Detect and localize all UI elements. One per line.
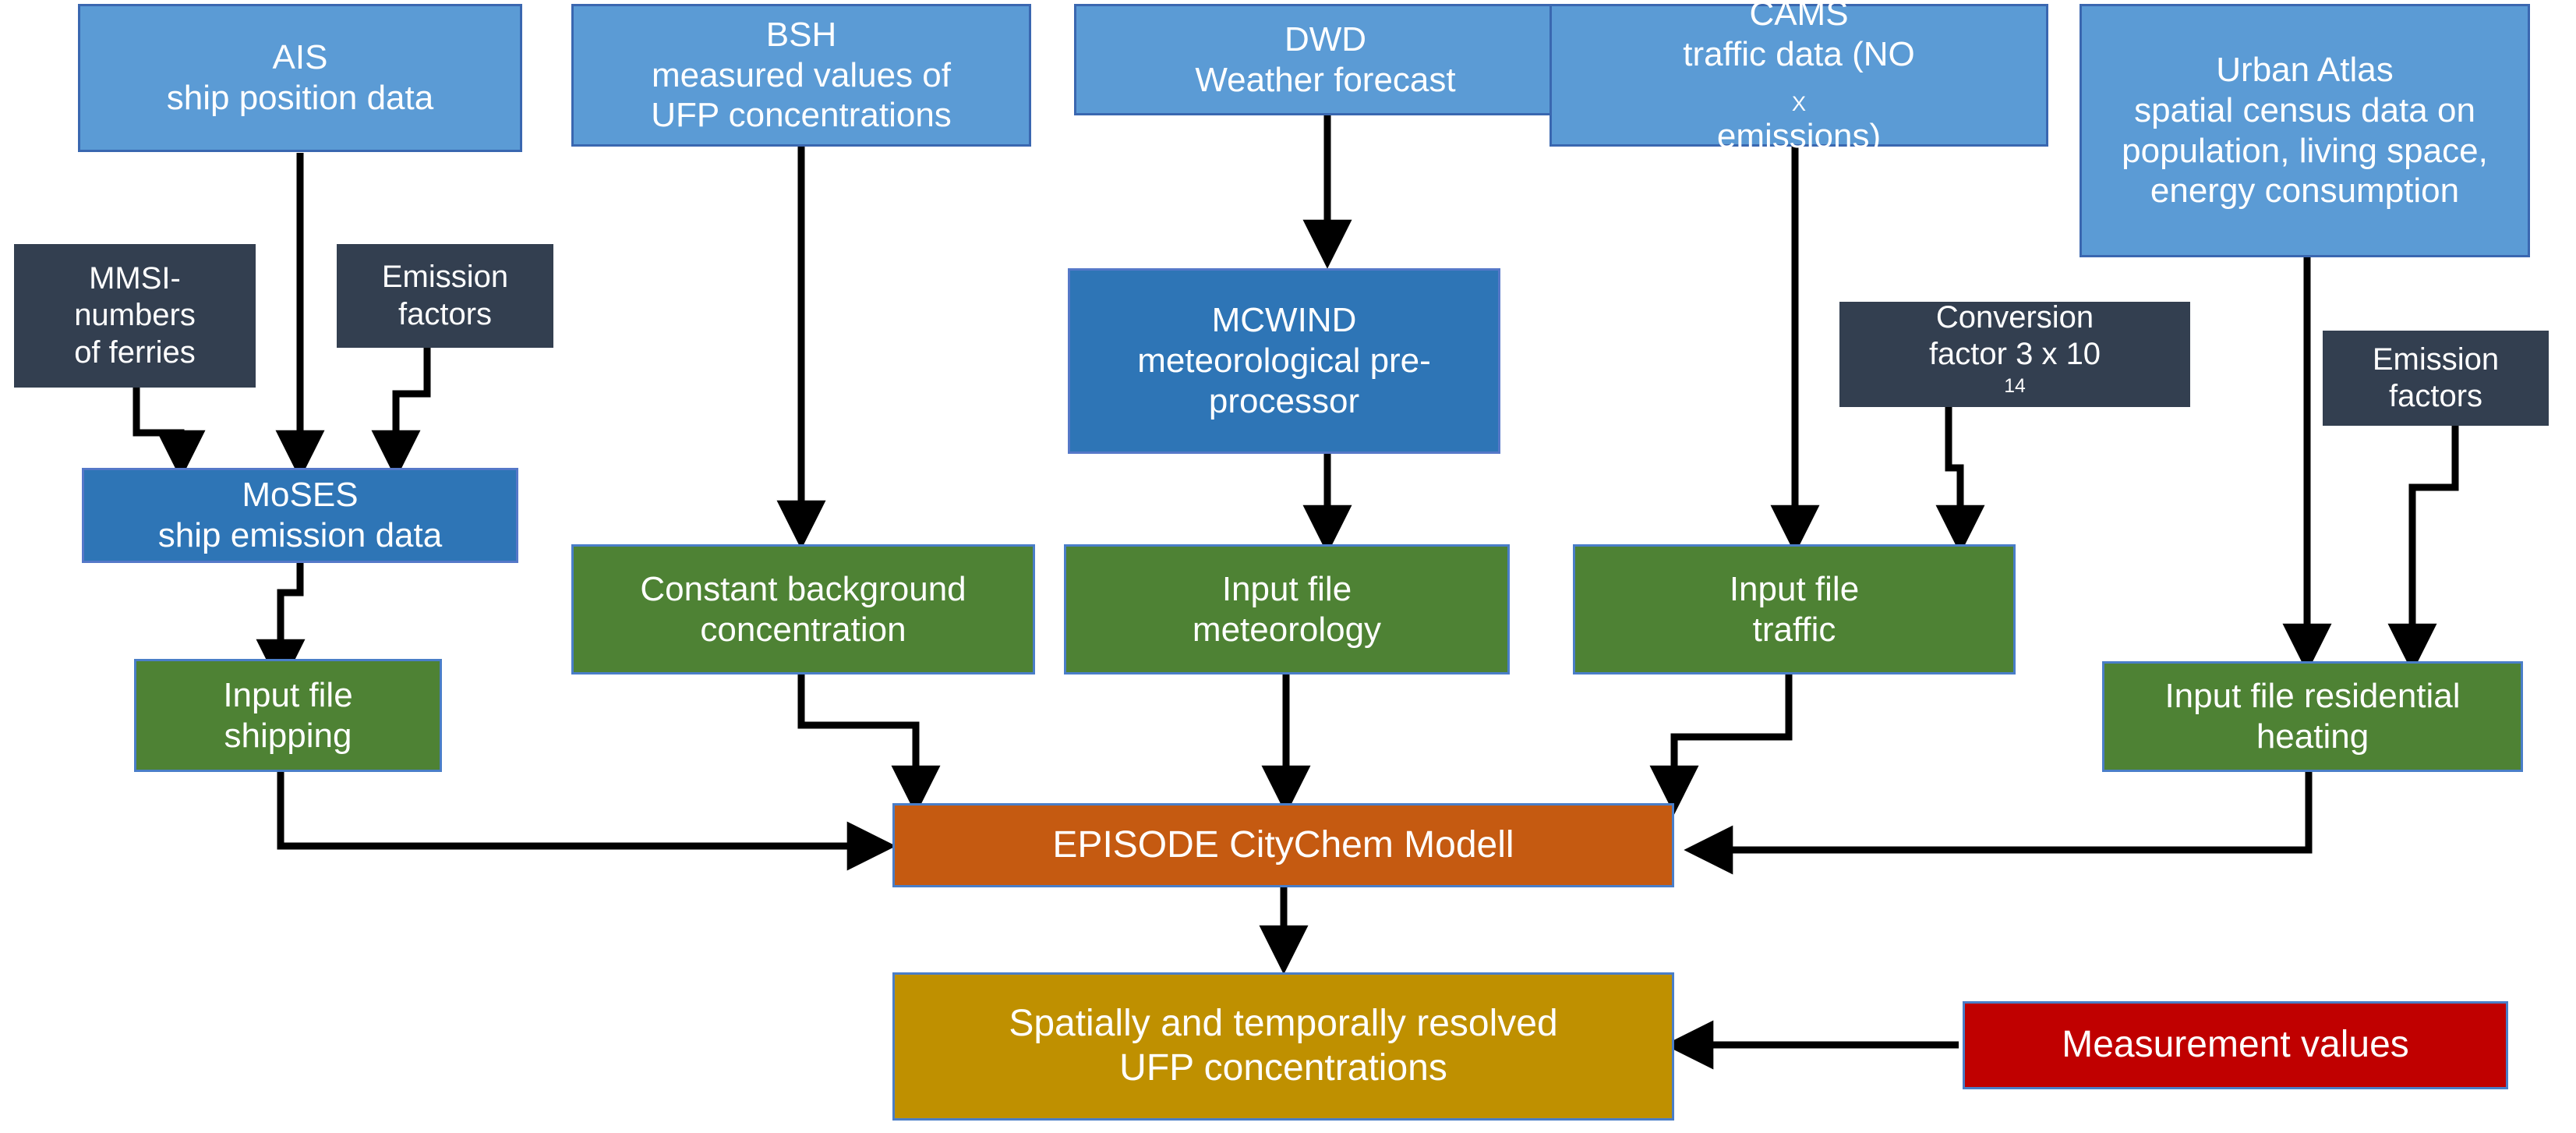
node-input-file-shipping[interactable]: Input file shipping: [134, 659, 442, 772]
node-constant-background-concentration[interactable]: Constant background concentration: [571, 544, 1035, 674]
node-spatially-temporally-resolved-ufp[interactable]: Spatially and temporally resolved UFP co…: [892, 972, 1674, 1121]
node-input-file-meteorology[interactable]: Input file meteorology: [1064, 544, 1510, 674]
edge-filebackground-model: [797, 674, 941, 815]
node-mcwind-line1: MCWIND: [1211, 301, 1357, 340]
node-conversion-line1: Conversion: [1935, 299, 2094, 335]
node-ais-line1: AIS: [272, 38, 328, 77]
node-urban-atlas-line1: Urban Atlas: [2216, 50, 2394, 89]
node-urban-atlas[interactable]: Urban Atlas spatial census data on popul…: [2080, 4, 2530, 257]
node-bsh-line1: BSH: [765, 15, 837, 54]
node-result-line1: Spatially and temporally resolved: [1009, 1003, 1558, 1045]
node-cams-line2: traffic data (NO X emissions): [1558, 34, 2040, 157]
node-mmsi-line3: of ferries: [74, 335, 196, 370]
node-moses[interactable]: MoSES ship emission data: [82, 468, 518, 563]
node-mcwind[interactable]: MCWIND meteorological pre- processor: [1068, 268, 1500, 454]
node-conversion-line2-pre: factor 3 x 10: [1928, 336, 2101, 371]
node-cams[interactable]: CAMS traffic data (NO X emissions): [1549, 0, 2048, 155]
node-emission-res-line2: factors: [2388, 379, 2483, 413]
node-episode-citychem-modell[interactable]: EPISODE CityChem Modell: [892, 803, 1674, 887]
node-mmsi-line1: MMSI-: [89, 261, 181, 296]
node-file-shipping-line1: Input file: [223, 675, 353, 714]
edge-fileresidential-model: [1684, 772, 2313, 875]
node-file-residential-line2: heating: [2256, 717, 2369, 756]
node-result-line2: UFP concentrations: [1119, 1047, 1447, 1089]
node-cams-line2-post: emissions): [1716, 117, 1882, 156]
edge-emissionship-moses: [371, 348, 431, 480]
edge-filetraffic-model: [1649, 674, 1793, 815]
node-dwd-line2: Weather forecast: [1195, 60, 1456, 99]
node-file-background-line2: concentration: [700, 610, 906, 649]
node-urban-atlas-line3: population, living space,: [2122, 131, 2488, 170]
node-file-meteorology-line2: meteorology: [1192, 610, 1382, 649]
node-mmsi-numbers[interactable]: MMSI- numbers of ferries: [14, 244, 256, 388]
edge-emissionres-fileresidential: [2387, 426, 2459, 673]
node-file-shipping-line2: shipping: [224, 716, 352, 755]
node-cams-line1: CAMS: [1749, 0, 1849, 34]
node-dwd[interactable]: DWD Weather forecast: [1074, 4, 1577, 115]
edge-mmsi-moses: [133, 388, 206, 480]
node-emission-ship-line1: Emission: [381, 260, 509, 295]
node-moses-line2: ship emission data: [157, 516, 443, 554]
node-file-background-line1: Constant background: [640, 569, 966, 608]
node-mmsi-line2: numbers: [74, 298, 196, 333]
node-mcwind-line2: meteorological pre-: [1137, 342, 1431, 381]
edge-fileshipping-model: [277, 772, 896, 871]
node-input-file-traffic[interactable]: Input file traffic: [1573, 544, 2016, 674]
node-urban-atlas-line2: spatial census data on: [2134, 90, 2475, 129]
node-mcwind-line3: processor: [1208, 381, 1360, 420]
node-conversion-factor[interactable]: Conversion factor 3 x 10 14: [1839, 299, 2190, 409]
node-emission-ship-line2: factors: [398, 296, 493, 331]
node-moses-line1: MoSES: [242, 476, 359, 515]
node-bsh-line3: UFP concentrations: [651, 96, 952, 135]
node-ais[interactable]: AIS ship position data: [78, 4, 522, 152]
node-input-file-residential-heating[interactable]: Input file residential heating: [2102, 661, 2523, 772]
node-bsh-line2: measured values of: [652, 55, 951, 94]
node-file-residential-line1: Input file residential: [2164, 677, 2461, 716]
node-emission-res-line1: Emission: [2372, 342, 2500, 377]
node-ais-line2: ship position data: [166, 79, 434, 117]
node-bsh[interactable]: BSH measured values of UFP concentration…: [571, 4, 1031, 147]
node-measurement-label: Measurement values: [2062, 1024, 2409, 1066]
node-model-label: EPISODE CityChem Modell: [1052, 823, 1514, 866]
edge-conversion-filetraffic: [1935, 407, 1985, 554]
node-conversion-line2-sup: 14: [2004, 375, 2026, 397]
node-measurement-values[interactable]: Measurement values: [1963, 1001, 2508, 1089]
node-conversion-line2: factor 3 x 10 14: [1846, 336, 2184, 409]
node-dwd-line1: DWD: [1284, 19, 1367, 58]
node-file-traffic-line1: Input file: [1729, 569, 1860, 608]
node-urban-atlas-line4: energy consumption: [2150, 172, 2460, 211]
node-cams-line2-pre: traffic data (NO: [1683, 34, 1915, 73]
node-emission-factors-residential[interactable]: Emission factors: [2323, 331, 2549, 426]
node-cams-line2-sub: X: [1791, 90, 1807, 115]
node-emission-factors-ship[interactable]: Emission factors: [337, 244, 553, 348]
node-file-traffic-line2: traffic: [1752, 610, 1836, 649]
node-file-meteorology-line1: Input file: [1221, 569, 1352, 608]
